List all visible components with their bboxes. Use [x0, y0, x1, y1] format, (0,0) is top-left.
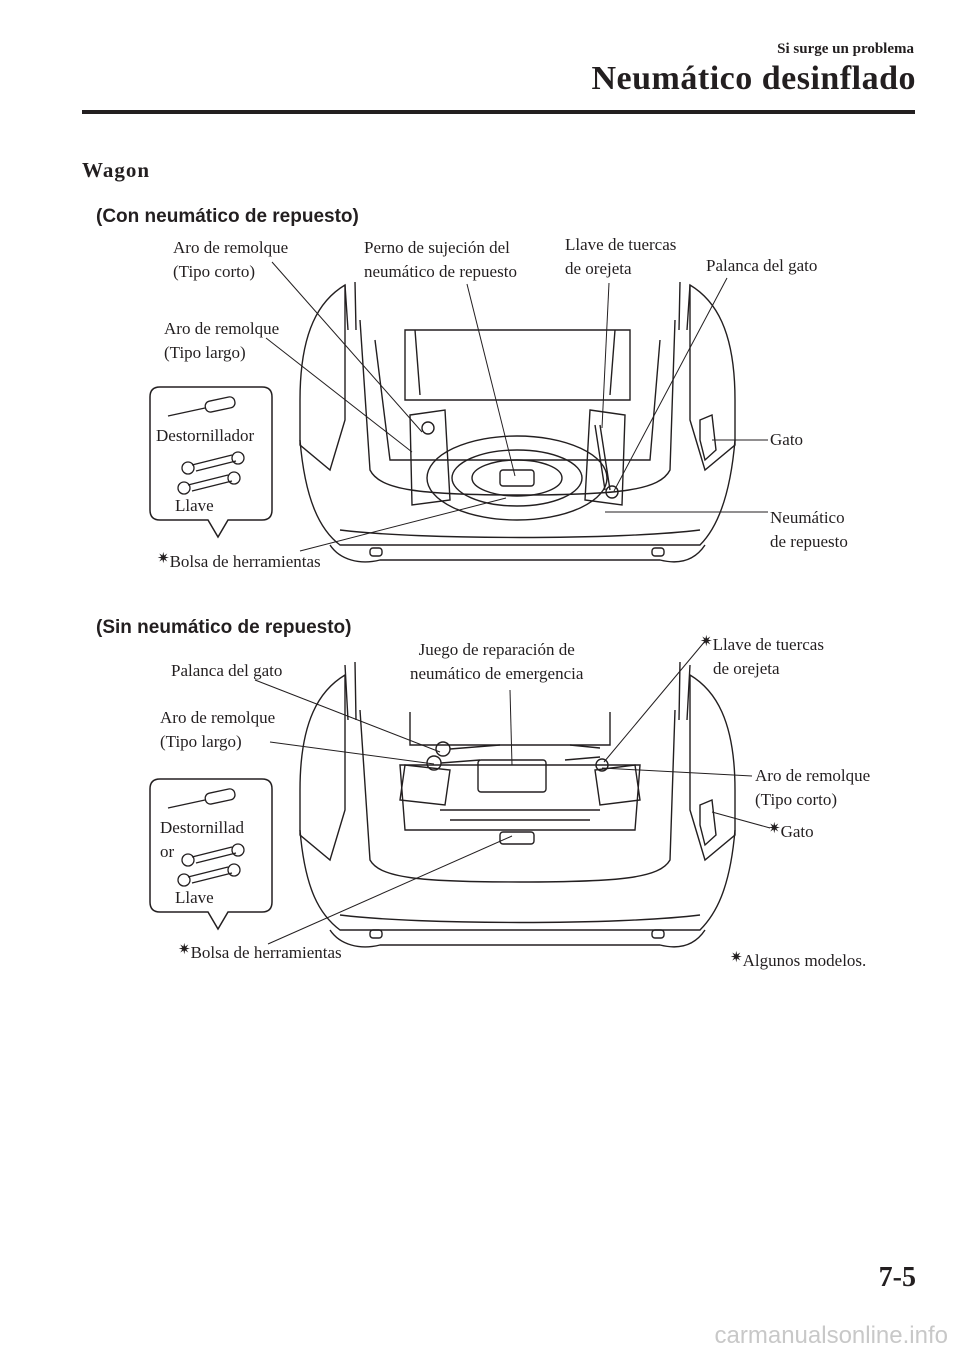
callout-screwdriver-2: Destornillad or — [160, 818, 245, 861]
callout-screwdriver: Destornillador — [156, 426, 255, 445]
label-spare-tire: Neumático de repuesto — [770, 508, 848, 551]
label-spare-bolt: Perno de sujeción del neumático de repue… — [364, 238, 517, 281]
label-tool-bag-2: ✷Bolsa de herramientas — [178, 942, 342, 962]
asterisk-icon: ✷ — [730, 950, 743, 966]
label-lug-wrench: Llave de tuercas de orejeta — [565, 235, 677, 278]
asterisk-icon: ✷ — [768, 821, 781, 837]
label-tow-hook-short-2: Aro de remolque (Tipo corto) — [755, 766, 871, 809]
watermark: carmanualsonline.info — [714, 1322, 948, 1349]
footnote: ✷Algunos modelos. — [730, 950, 867, 970]
section-label: Si surge un problema — [777, 41, 914, 57]
label-jack-lever: Palanca del gato — [706, 256, 818, 275]
label-tow-hook-long-2: Aro de remolque (Tipo largo) — [160, 708, 276, 751]
asterisk-icon: ✷ — [700, 634, 713, 650]
callout-wrench: Llave — [175, 496, 214, 515]
diagram-with-spare-caption: (Con neumático de repuesto) — [96, 206, 359, 227]
label-jack: Gato — [770, 430, 804, 449]
header-rule — [82, 110, 915, 114]
label-jack-2: ✷Gato — [768, 821, 814, 841]
label-jack-lever-2: Palanca del gato — [171, 661, 283, 680]
chapter-title: Neumático desinflado — [591, 60, 916, 97]
subsection-title: Wagon — [82, 158, 151, 182]
label-repair-kit: Juego de reparación de neumático de emer… — [410, 640, 584, 683]
diagram-without-spare-caption: (Sin neumático de repuesto) — [96, 617, 352, 638]
callout-wrench-2: Llave — [175, 888, 214, 907]
asterisk-icon: ✷ — [157, 551, 170, 567]
label-tool-bag: ✷Bolsa de herramientas — [157, 551, 321, 571]
asterisk-icon: ✷ — [178, 942, 191, 958]
label-tow-hook-long: Aro de remolque (Tipo largo) — [164, 319, 280, 362]
label-lug-wrench-2: ✷Llave de tuercas de orejeta — [700, 634, 824, 678]
page-number: 7-5 — [878, 1262, 916, 1293]
label-tow-hook-short: Aro de remolque (Tipo corto) — [173, 238, 289, 281]
